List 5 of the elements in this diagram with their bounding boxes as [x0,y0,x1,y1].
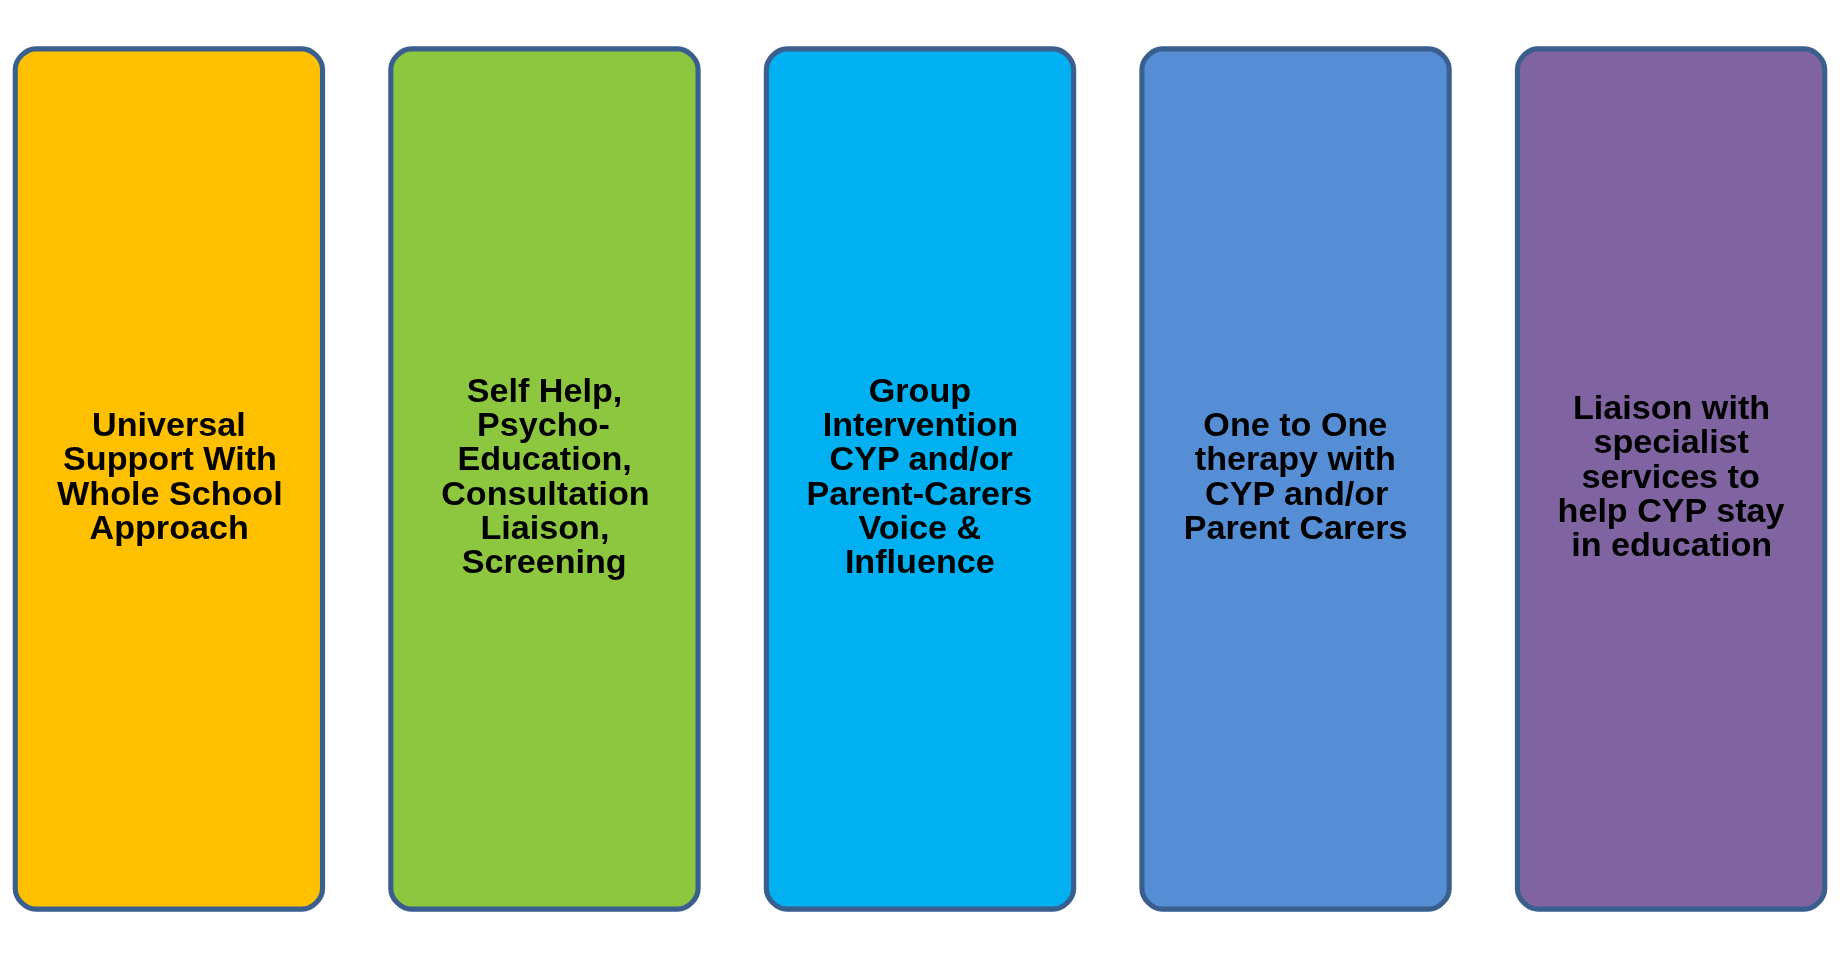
node-box: Self Help, Psycho-Education, Consultation Liaison, Screening [388,46,701,912]
node-box: Universal Support With Whole School Approach [12,46,326,912]
node-box: Liaison with specialist services to help CYP stay in education [1514,46,1828,912]
node-box: Group Intervention CYP and/or Parent-Carers Voice & Influence [763,46,1077,912]
node-box: One to One therapy with CYP and/or Parent Carers [1139,46,1452,912]
